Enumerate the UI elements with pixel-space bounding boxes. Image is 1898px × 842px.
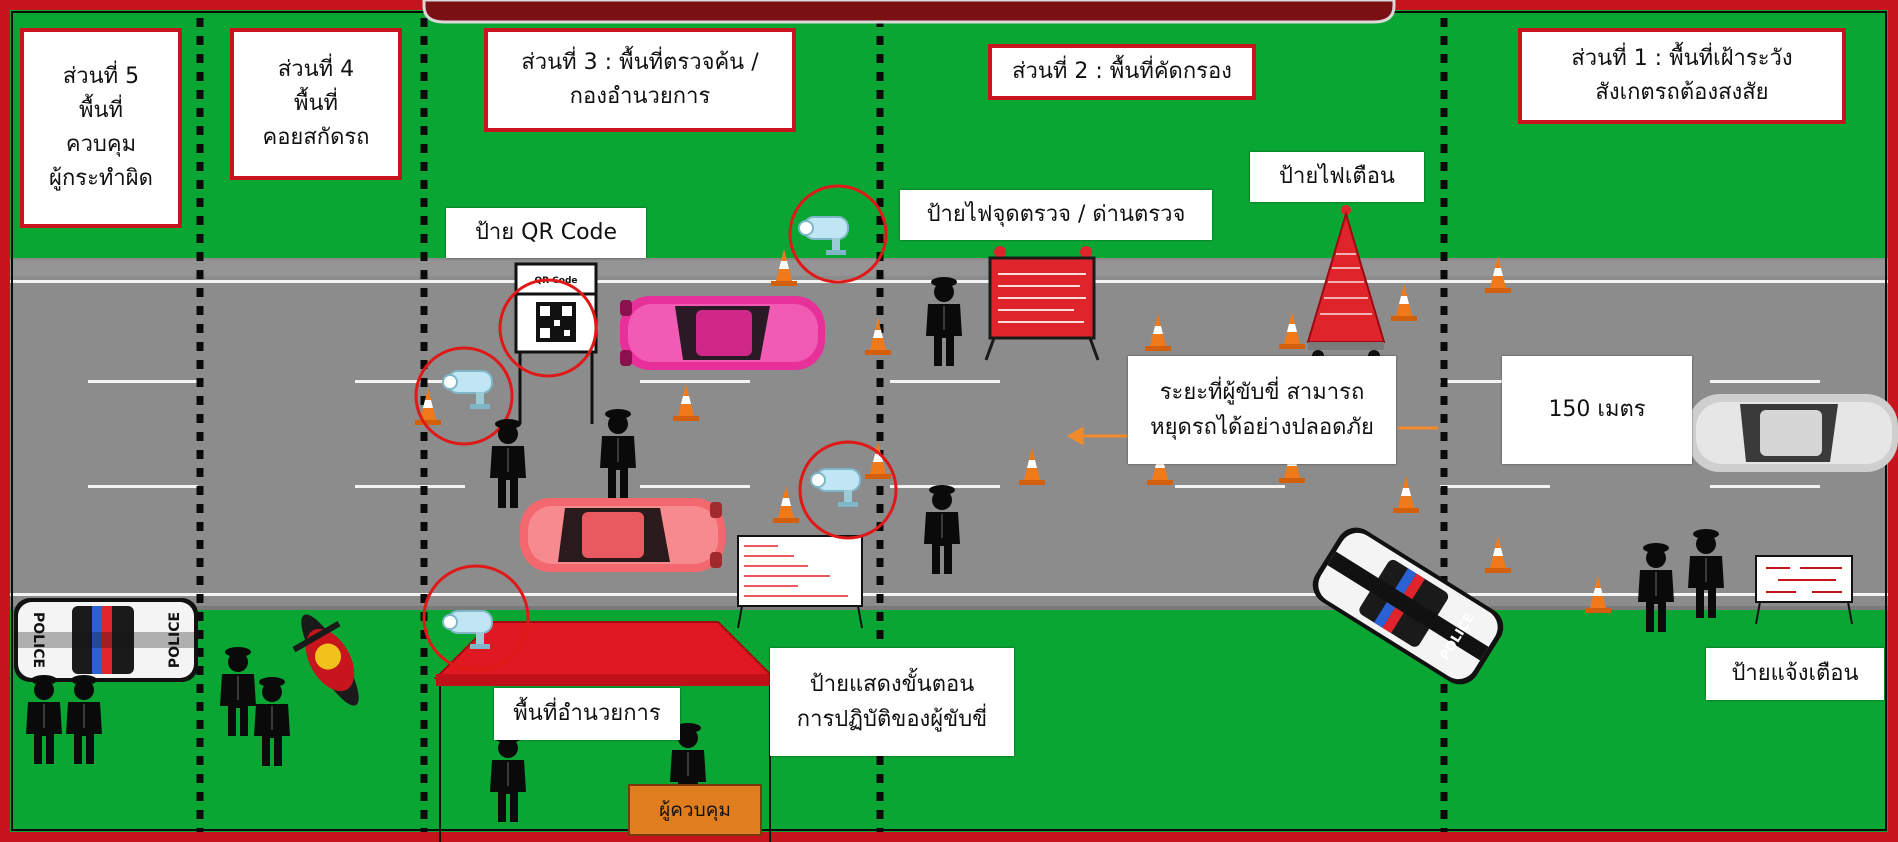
section-1-label: ส่วนที่ 1 : พื้นที่เฝ้าระวัง สังเกตรถต้อ… <box>1518 28 1846 124</box>
stopping-distance-label: ระยะที่ผู้ขับขี่ สามารถ หยุดรถได้อย่างปล… <box>1128 356 1396 464</box>
notice-sign-label: ป้ายแจ้งเตือน <box>1706 648 1884 700</box>
section-2-label: ส่วนที่ 2 : พื้นที่คัดกรอง <box>988 44 1256 100</box>
section-3-label: ส่วนที่ 3 : พื้นที่ตรวจค้น / กองอำนวยการ <box>484 28 796 132</box>
distance-value-label: 150 เมตร <box>1502 356 1692 464</box>
police-car-text-right: POLICE <box>167 612 183 668</box>
checkpoint-light-sign-label: ป้ายไฟจุดตรวจ / ด่านตรวจ <box>900 190 1212 240</box>
controller-label: ผู้ควบคุม <box>628 784 762 836</box>
procedure-sign-label: ป้ายแสดงขั้นตอน การปฏิบัติของผู้ขับขี่ <box>770 648 1014 756</box>
section-4-label: ส่วนที่ 4 พื้นที่ คอยสกัดรถ <box>230 28 402 180</box>
section-5-label: ส่วนที่ 5 พื้นที่ ควบคุม ผู้กระทำผิด <box>20 28 182 228</box>
police-car-text-left: POLICE <box>30 612 46 668</box>
command-area-label: พื้นที่อำนวยการ <box>494 688 680 740</box>
warning-light-sign-label: ป้ายไฟเตือน <box>1250 152 1424 202</box>
qr-sign-label: ป้าย QR Code <box>446 208 646 258</box>
